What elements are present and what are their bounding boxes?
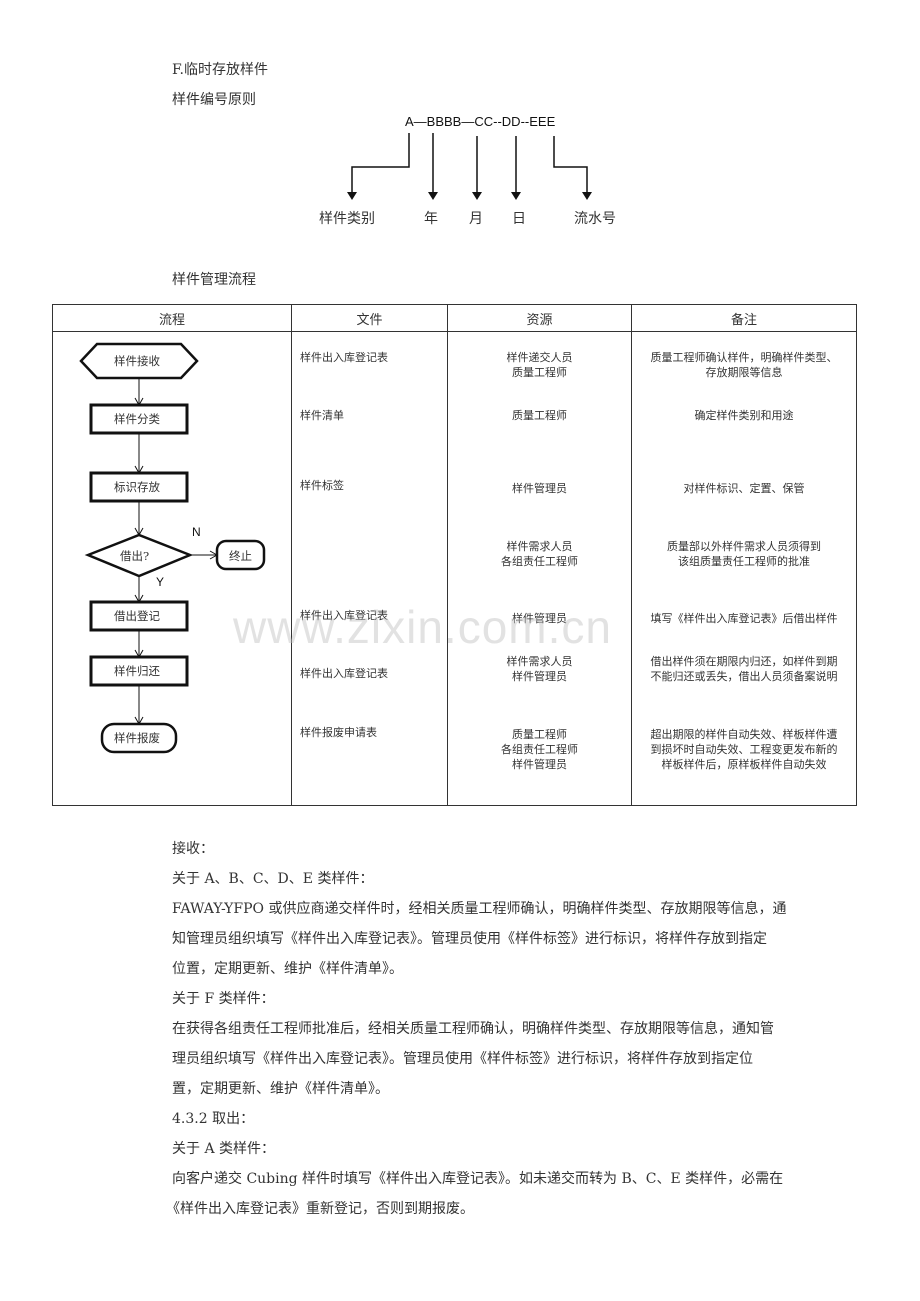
note-line: 对样件标识、定置、保管: [683, 482, 805, 495]
flow-node-lend-decision: 借出?: [120, 549, 150, 563]
body-line: 置，定期更新、维护《样件清单》。: [172, 1081, 389, 1097]
code-label-day: 日: [512, 211, 526, 227]
body-line: FAWAY-YFPO 或供应商递交样件时，经相关质量工程师确认，明确样件类型、存…: [172, 901, 787, 917]
note-line: 到损坏时自动失效、工程变更发布新的: [650, 743, 838, 756]
resource-line: 样件管理员: [512, 758, 567, 771]
note-line: 不能归还或丢失，借出人员须备案说明: [650, 670, 838, 683]
resource-line: 质量工程师: [512, 409, 567, 422]
resource-item: 质量工程师: [448, 408, 631, 423]
code-label-serial: 流水号: [574, 211, 616, 227]
note-line: 借出样件须在期限内归还，如样件到期: [650, 655, 838, 668]
header-process: 流程: [52, 304, 292, 332]
note-line: 存放期限等信息: [705, 366, 783, 379]
resource-line: 样件管理员: [512, 670, 567, 683]
resource-line: 样件管理员: [512, 612, 567, 625]
document-cell: 样件出入库登记表 样件清单 样件标签 样件出入库登记表 样件出入库登记表 样件报…: [291, 331, 448, 806]
body-line: 接收：: [172, 841, 214, 857]
body-line: 关于 A 类样件：: [172, 1141, 276, 1157]
note-line: 质量部以外样件需求人员须得到: [667, 540, 821, 553]
note-line: 超出期限的样件自动失效、样板样件遭: [650, 728, 838, 741]
resource-item: 质量工程师 各组责任工程师 样件管理员: [448, 727, 631, 772]
resource-item: 样件需求人员 各组责任工程师: [448, 539, 631, 569]
document-item: 样件出入库登记表: [300, 351, 388, 364]
flow-node-receive: 样件接收: [114, 354, 160, 368]
note-line: 填写《样件出入库登记表》后借出样件: [650, 612, 838, 625]
table-body-row: 样件接收 样件分类 标识存放 借出? 终止 借出登记 样件归还 样件报废 N Y…: [52, 331, 857, 806]
note-line: 样板样件后，原样板样件自动失效: [661, 758, 827, 771]
note-item: 质量工程师确认样件，明确样件类型、 存放期限等信息: [632, 350, 856, 380]
code-label-category: 样件类别: [319, 211, 375, 227]
document-item: 样件出入库登记表: [300, 667, 388, 680]
header-document: 文件: [291, 304, 448, 332]
note-item: 填写《样件出入库登记表》后借出样件: [632, 611, 856, 626]
document-item: 样件出入库登记表: [300, 609, 388, 622]
section-heading-4-3-2: 4.3.2 取出：: [172, 1111, 255, 1127]
flow-node-scrap: 样件报废: [114, 731, 160, 745]
note-item: 借出样件须在期限内归还，如样件到期 不能归还或丢失，借出人员须备案说明: [632, 654, 856, 684]
resource-line: 各组责任工程师: [501, 555, 578, 568]
branch-yes-label: Y: [156, 575, 165, 589]
note-line: 质量工程师确认样件，明确样件类型、: [650, 351, 838, 364]
note-item: 质量部以外样件需求人员须得到 该组质量责任工程师的批准: [632, 539, 856, 569]
resource-line: 样件递交人员: [506, 351, 573, 364]
flow-node-store: 标识存放: [114, 480, 160, 494]
code-format-string: A—BBBB—CC--DD--EEE: [405, 114, 556, 129]
table-header-row: 流程 文件 资源 备注: [52, 304, 857, 332]
code-structure-diagram: A—BBBB—CC--DD--EEE 样件类别 年 月 日 流水号: [300, 110, 660, 230]
body-line: 关于 F 类样件：: [172, 991, 275, 1007]
document-item: 样件报废申请表: [300, 726, 377, 739]
resource-line: 各组责任工程师: [501, 743, 578, 756]
section-heading-f: F.临时存放样件: [172, 62, 268, 78]
note-item: 确定样件类别和用途: [632, 408, 856, 423]
body-line: 理员组织填写《样件出入库登记表》。管理员使用《样件标签》进行标识，将样件存放到指…: [172, 1051, 753, 1067]
body-line: 在获得各组责任工程师批准后，经相关质量工程师确认，明确样件类型、存放期限等信息，…: [172, 1021, 774, 1037]
note-line: 该组质量责任工程师的批准: [678, 555, 810, 568]
note-item: 对样件标识、定置、保管: [632, 481, 856, 496]
body-line: 关于 A、B、C、D、E 类样件：: [172, 871, 374, 887]
resource-cell: 样件递交人员 质量工程师 质量工程师 样件管理员 样件需求人员 各组责任工程师 …: [447, 331, 632, 806]
document-item: 样件标签: [300, 479, 344, 492]
resource-line: 样件需求人员: [506, 540, 573, 553]
numbering-rule-heading: 样件编号原则: [172, 92, 256, 108]
flow-node-return: 样件归还: [114, 664, 160, 678]
resource-item: 样件需求人员 样件管理员: [448, 654, 631, 684]
resource-line: 质量工程师: [512, 728, 567, 741]
flowchart-cell: 样件接收 样件分类 标识存放 借出? 终止 借出登记 样件归还 样件报废 N Y: [52, 331, 292, 806]
note-cell: 质量工程师确认样件，明确样件类型、 存放期限等信息 确定样件类别和用途 对样件标…: [631, 331, 857, 806]
body-line: 知管理员组织填写《样件出入库登记表》。管理员使用《样件标签》进行标识，将样件存放…: [172, 931, 767, 947]
branch-no-label: N: [192, 525, 201, 539]
sample-management-table: 流程 文件 资源 备注: [52, 304, 857, 806]
flowchart-diagram: [79, 342, 266, 754]
code-arrows-icon: [347, 133, 592, 200]
flow-node-register: 借出登记: [114, 609, 160, 623]
body-line: 《样件出入库登记表》重新登记，否则到期报废。: [166, 1201, 474, 1217]
resource-line: 样件管理员: [512, 482, 567, 495]
code-label-month: 月: [469, 211, 483, 227]
resource-item: 样件管理员: [448, 481, 631, 496]
resource-line: 质量工程师: [512, 366, 567, 379]
watermark: www.zixin.com.cn: [233, 601, 612, 653]
management-flow-heading: 样件管理流程: [172, 272, 256, 288]
header-resource: 资源: [447, 304, 632, 332]
resource-line: 样件需求人员: [506, 655, 573, 668]
header-note: 备注: [631, 304, 857, 332]
body-line: 向客户递交 Cubing 样件时填写《样件出入库登记表》。如未递交而转为 B、C…: [172, 1171, 784, 1187]
note-line: 确定样件类别和用途: [694, 409, 794, 422]
note-item: 超出期限的样件自动失效、样板样件遭 到损坏时自动失效、工程变更发布新的 样板样件…: [632, 727, 856, 772]
resource-item: 样件递交人员 质量工程师: [448, 350, 631, 380]
body-line: 位置，定期更新、维护《样件清单》。: [172, 961, 403, 977]
resource-item: 样件管理员: [448, 611, 631, 626]
document-item: 样件清单: [300, 409, 344, 422]
code-label-year: 年: [424, 211, 438, 227]
flow-node-end: 终止: [229, 549, 252, 563]
flow-node-classify: 样件分类: [114, 412, 160, 426]
